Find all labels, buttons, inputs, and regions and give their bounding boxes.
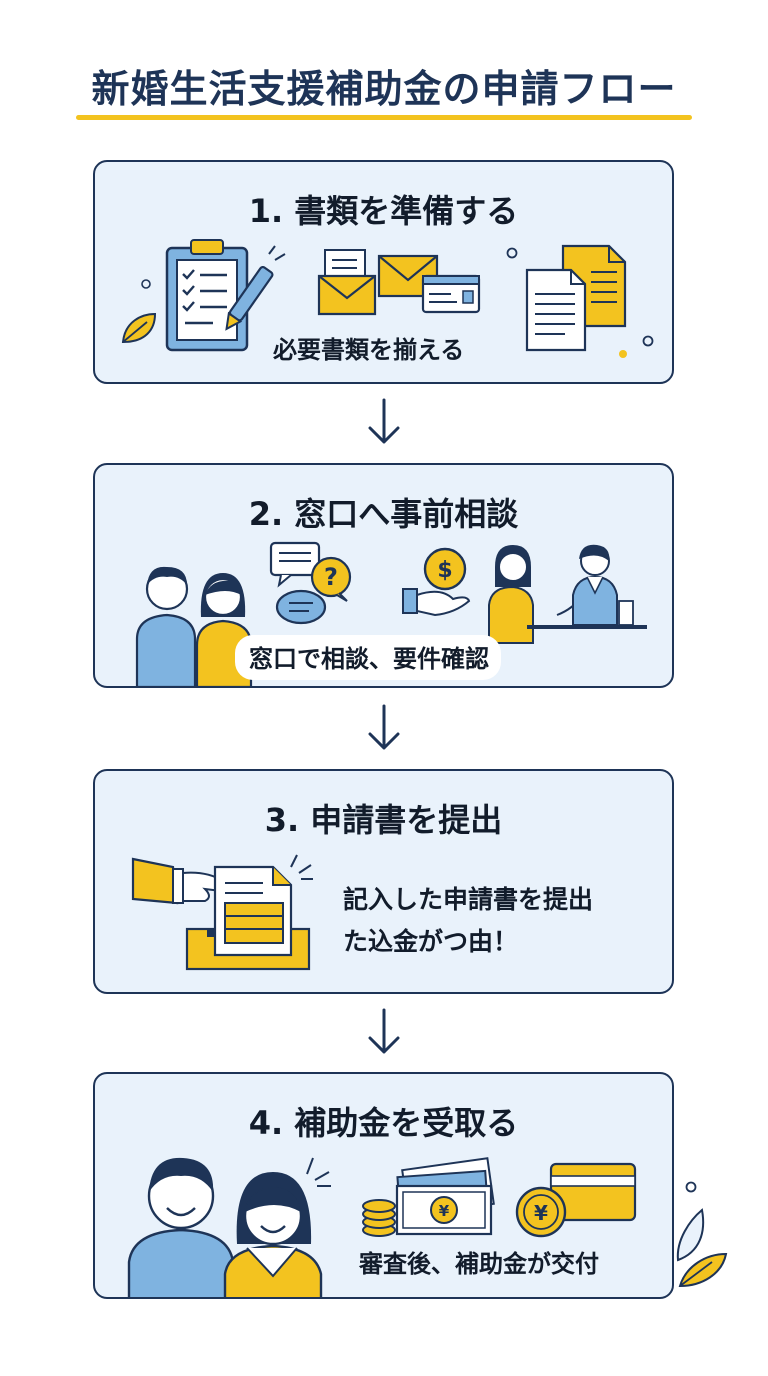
dot-icon [642,335,654,347]
step-2-title: 2. 窓口へ事前相談 [248,495,519,533]
couple-icon [135,566,253,686]
clipboard-checklist-icon [165,239,249,352]
svg-text:¥: ¥ [534,1201,548,1225]
dollar-coin-icon: $ [423,547,467,591]
question-icon: ? [310,556,352,602]
title-underline [76,115,692,120]
step-3-caption-line2: た込金がつ由！ [343,927,519,956]
hand-icon [402,588,471,617]
svg-text:¥: ¥ [439,1202,450,1220]
dot-icon [141,279,151,289]
step-4-title: 4. 補助金を受取る [248,1104,519,1142]
coin-stack-icon [362,1199,396,1237]
step-1-title: 1. 書類を準備する [248,192,519,230]
step-4-caption: 審査後、補助金が交付 [359,1250,599,1278]
leaf-icon [121,312,157,344]
page-title: 新婚生活支援補助金の申請フロー [91,67,677,111]
banknotes-icon: ¥ [395,1157,495,1236]
step-2-caption: 窓口で相談、要件確認 [235,635,501,680]
step-3-caption: 記入した申請書を提出 た込金がつ由！ [343,879,593,963]
chat-bubbles-icon [269,541,327,625]
dot-icon [506,247,518,259]
envelope-icon [317,249,377,316]
dot-icon [685,1181,697,1193]
id-card-icon [421,274,481,314]
documents-icon [525,244,627,352]
pen-icon [225,266,274,331]
leaf-icon [676,1208,728,1288]
step-1-card: 1. 書類を準備する [93,160,674,384]
sparkle-lines-icon [268,245,286,261]
sparkle-lines-icon [290,854,313,880]
arrow-down-icon [368,398,400,444]
happy-couple-icon [127,1157,323,1297]
step-2-card: 2. 窓口へ事前相談 ? $ [93,463,674,688]
step-4-card: 4. 補助金を受取る ¥ ¥ 審査後、補助金が交付 [93,1072,674,1299]
arrow-down-icon [368,1008,400,1054]
step-3-card: 3. 申請書を提出 記入した申請書を提出 た込金がつ由！ [93,769,674,994]
step-1-caption: 必要書類を揃える [273,336,465,364]
step-3-title: 3. 申請書を提出 [264,801,503,839]
counselor-icon [488,544,647,644]
credit-card-icon [549,1162,637,1222]
sparkle-lines-icon [306,1157,331,1187]
yen-coin-icon: ¥ [515,1186,567,1238]
arrow-down-icon [368,704,400,750]
svg-text:$: $ [437,558,452,583]
dot-icon [619,350,627,358]
application-form-icon [213,865,293,957]
svg-text:?: ? [324,563,338,591]
step-3-caption-line1: 記入した申請書を提出 [343,885,594,914]
